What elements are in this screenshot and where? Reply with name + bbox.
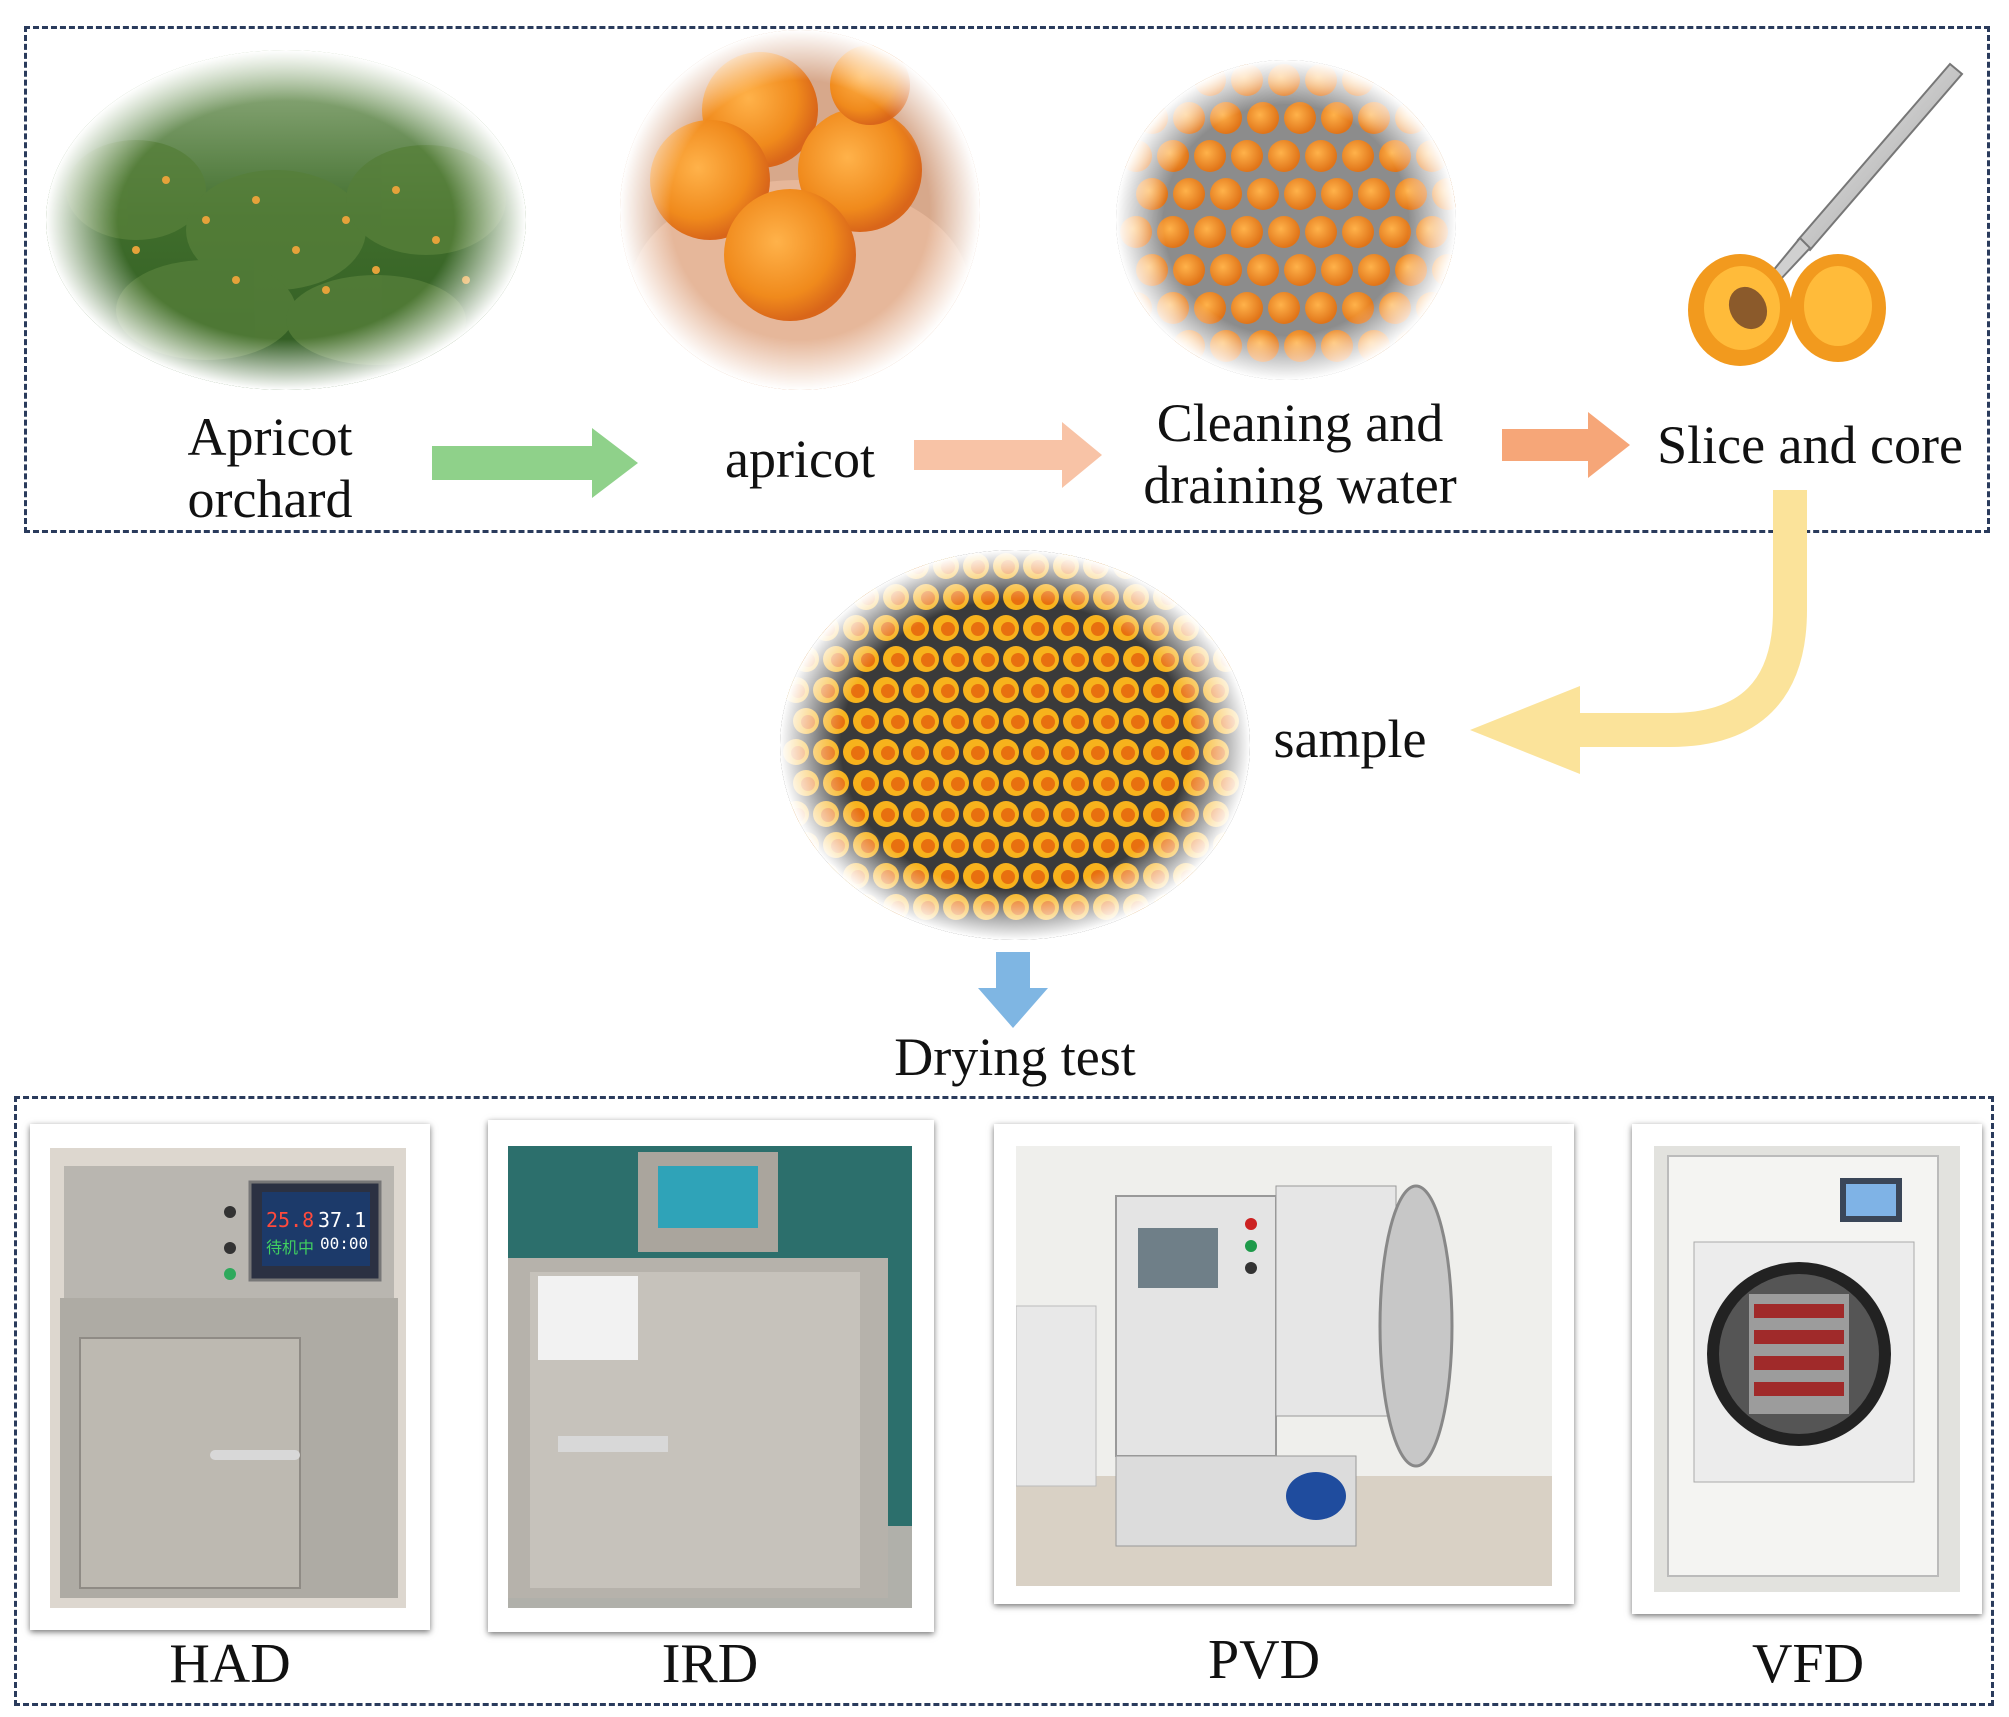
sample-apricot-half: [783, 553, 809, 579]
sample-apricot-flesh: [1211, 560, 1225, 574]
had-screen-value-left: 25.8: [266, 1208, 315, 1232]
arrow-apricot-to-cleaning: [914, 422, 1102, 488]
sample-apricot-flesh: [801, 591, 815, 605]
arrow-orchard-to-apricot: [432, 428, 638, 498]
sample-apricot-half: [843, 553, 869, 579]
sample-apricot-half: [793, 584, 819, 610]
sample-apricot-half: [873, 553, 899, 579]
arrow-sample-to-drying: [978, 952, 1048, 1028]
sample-apricot-flesh: [1211, 870, 1225, 884]
had-dryer-photo: 25.8 37.1 待机中 00:00: [30, 1124, 430, 1630]
sample-apricot-flesh: [821, 870, 835, 884]
sample-apricot-flesh: [831, 591, 845, 605]
sample-tray-photo: [780, 550, 1250, 940]
apricots-in-hand-photo: [620, 30, 980, 390]
sample-apricot-half: [793, 894, 819, 920]
sample-apricot-flesh: [1221, 591, 1235, 605]
sample-apricot-half: [1203, 863, 1229, 889]
cleaning-tray-photo: [1116, 60, 1456, 380]
sample-apricot-half: [1183, 894, 1209, 920]
had-screen-status: 待机中: [266, 1238, 315, 1257]
step-label-slice-and-core: Slice and core: [1657, 415, 1963, 475]
had-screen-timer: 00:00: [320, 1234, 369, 1253]
method-label-ird: IRD: [661, 1633, 759, 1695]
arrow-slice-to-sample: [1470, 490, 1807, 774]
method-label-vfd: VFD: [1751, 1633, 1865, 1695]
sample-apricot-half: [1213, 894, 1239, 920]
arrow-cleaning-to-slice: [1502, 412, 1630, 478]
sample-apricot-flesh: [881, 560, 895, 574]
sample-apricot-half: [1203, 553, 1229, 579]
sample-apricot-flesh: [801, 901, 815, 915]
step-label-cleaning: Cleaning and draining water: [1143, 393, 1457, 516]
step-label-apricot: apricot: [725, 429, 875, 489]
sample-apricot-flesh: [791, 870, 805, 884]
sample-apricot-flesh: [821, 560, 835, 574]
vfd-dryer-photo: [1632, 1124, 1982, 1614]
sample-apricot-flesh: [1151, 560, 1165, 574]
sample-apricot-flesh: [1211, 622, 1225, 636]
sample-apricot-half: [1213, 584, 1239, 610]
sample-apricot-half: [823, 584, 849, 610]
sample-apricot-flesh: [1161, 901, 1175, 915]
sample-apricot-flesh: [851, 560, 865, 574]
pvd-dryer-photo: [994, 1124, 1574, 1604]
method-label-pvd: PVD: [1207, 1629, 1321, 1691]
sample-apricot-flesh: [791, 560, 805, 574]
sample-apricot-half: [783, 863, 809, 889]
sample-apricot-half: [783, 615, 809, 641]
apricot-orchard-photo: [46, 50, 526, 390]
top-panel-border: [24, 26, 1990, 533]
step-label-sample: sample: [1273, 709, 1427, 769]
sample-apricot-flesh: [1221, 839, 1235, 853]
had-screen-value-right: 37.1: [318, 1208, 367, 1232]
sample-apricot-flesh: [861, 901, 875, 915]
sample-apricot-flesh: [1221, 901, 1235, 915]
sample-apricot-half: [1143, 553, 1169, 579]
sample-apricot-half: [1173, 553, 1199, 579]
ird-dryer-photo: [488, 1120, 934, 1632]
sample-apricot-half: [1183, 584, 1209, 610]
sample-apricot-flesh: [1181, 560, 1195, 574]
step-label-apricot-orchard: Apricot orchard: [187, 407, 353, 530]
method-label-had: HAD: [169, 1633, 291, 1695]
scalpel-and-apricot-halves-image: [1680, 60, 1970, 370]
sample-apricot-half: [813, 553, 839, 579]
bottom-panel-border: [14, 1096, 1994, 1706]
sample-apricot-flesh: [791, 622, 805, 636]
sample-apricot-half: [823, 894, 849, 920]
sample-apricot-flesh: [1191, 901, 1205, 915]
sample-apricot-flesh: [1191, 591, 1205, 605]
step-label-drying-test: Drying test: [894, 1027, 1136, 1087]
sample-apricot-flesh: [831, 901, 845, 915]
